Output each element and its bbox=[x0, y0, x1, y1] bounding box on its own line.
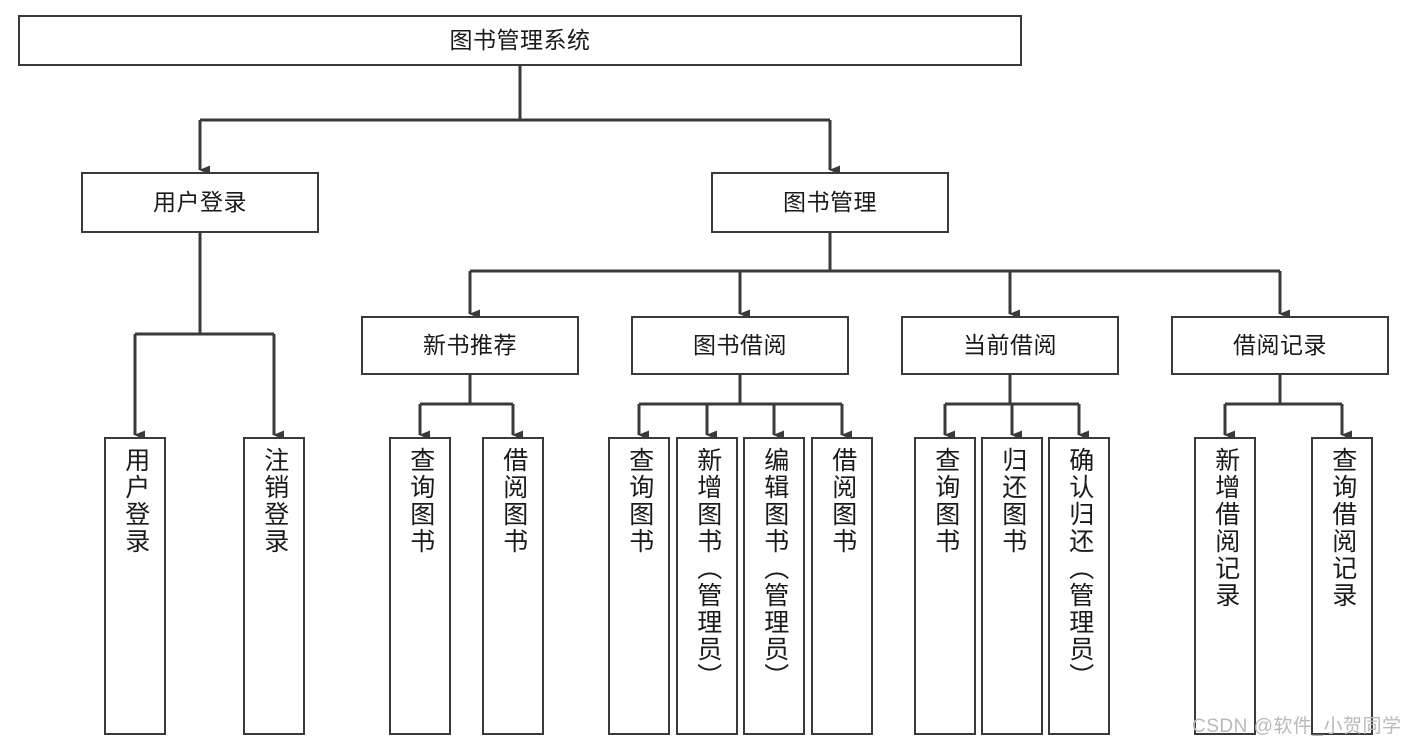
node-label-current-borrow: 当前借阅 bbox=[963, 332, 1057, 359]
node-leaf-user-login[interactable]: 用户登录 bbox=[104, 437, 166, 735]
node-leaf-edit-book[interactable]: 编辑图书（管理员） bbox=[743, 437, 805, 735]
node-label-book-borrow: 图书借阅 bbox=[693, 332, 787, 359]
node-label-leaf-query-book-rec: 查询图书 bbox=[406, 447, 435, 555]
wire-group bbox=[133, 66, 1352, 440]
node-label-leaf-add-record: 新增借阅记录 bbox=[1211, 447, 1240, 609]
node-label-leaf-borrow-book-rec: 借阅图书 bbox=[499, 447, 528, 555]
node-label-book-manage: 图书管理 bbox=[783, 189, 877, 216]
node-leaf-query-book-current[interactable]: 查询图书 bbox=[914, 437, 976, 735]
node-label-leaf-edit-book: 编辑图书（管理员） bbox=[760, 447, 789, 690]
node-label-leaf-query-book-current: 查询图书 bbox=[931, 447, 960, 555]
node-label-leaf-logout: 注销登录 bbox=[260, 447, 289, 555]
node-leaf-borrow-book[interactable]: 借阅图书 bbox=[811, 437, 873, 735]
node-leaf-add-record[interactable]: 新增借阅记录 bbox=[1194, 437, 1256, 735]
node-leaf-logout[interactable]: 注销登录 bbox=[243, 437, 305, 735]
node-leaf-return-book[interactable]: 归还图书 bbox=[981, 437, 1043, 735]
node-label-borrow-record: 借阅记录 bbox=[1233, 332, 1327, 359]
node-borrow-record[interactable]: 借阅记录 bbox=[1171, 316, 1389, 375]
node-leaf-query-book-borrow[interactable]: 查询图书 bbox=[608, 437, 670, 735]
node-label-leaf-user-login: 用户登录 bbox=[121, 447, 150, 555]
node-label-leaf-query-record: 查询借阅记录 bbox=[1328, 447, 1357, 609]
node-label-leaf-return-book: 归还图书 bbox=[998, 447, 1027, 555]
node-leaf-query-record[interactable]: 查询借阅记录 bbox=[1311, 437, 1373, 735]
node-label-leaf-borrow-book: 借阅图书 bbox=[828, 447, 857, 555]
node-label-root: 图书管理系统 bbox=[449, 27, 591, 54]
node-new-book-rec[interactable]: 新书推荐 bbox=[361, 316, 579, 375]
node-leaf-add-book[interactable]: 新增图书（管理员） bbox=[676, 437, 738, 735]
node-leaf-query-book-rec[interactable]: 查询图书 bbox=[389, 437, 451, 735]
node-leaf-borrow-book-rec[interactable]: 借阅图书 bbox=[482, 437, 544, 735]
watermark-text: CSDN @软件_小贺同学 bbox=[1192, 716, 1402, 737]
node-book-borrow[interactable]: 图书借阅 bbox=[631, 316, 849, 375]
node-current-borrow[interactable]: 当前借阅 bbox=[901, 316, 1119, 375]
node-label-user-login: 用户登录 bbox=[153, 189, 247, 216]
node-book-manage[interactable]: 图书管理 bbox=[711, 172, 949, 233]
node-label-leaf-add-book: 新增图书（管理员） bbox=[693, 447, 722, 690]
node-label-leaf-query-book-borrow: 查询图书 bbox=[625, 447, 654, 555]
node-root[interactable]: 图书管理系统 bbox=[18, 15, 1022, 66]
node-label-new-book-rec: 新书推荐 bbox=[423, 332, 517, 359]
node-user-login[interactable]: 用户登录 bbox=[81, 172, 319, 233]
node-label-leaf-confirm-return: 确认归还（管理员） bbox=[1065, 447, 1094, 690]
node-leaf-confirm-return[interactable]: 确认归还（管理员） bbox=[1048, 437, 1110, 735]
